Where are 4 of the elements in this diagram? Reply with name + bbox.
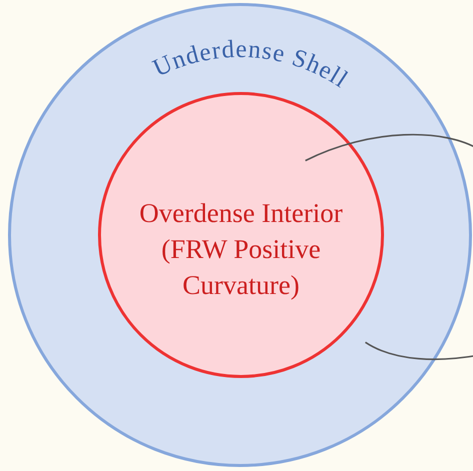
- interior-label: Overdense Interior (FRW Positive Curvature): [138, 197, 344, 302]
- shell-label: Underdense Shell: [149, 36, 353, 94]
- curved-line: [305, 134, 473, 162]
- curved-line: [365, 342, 473, 360]
